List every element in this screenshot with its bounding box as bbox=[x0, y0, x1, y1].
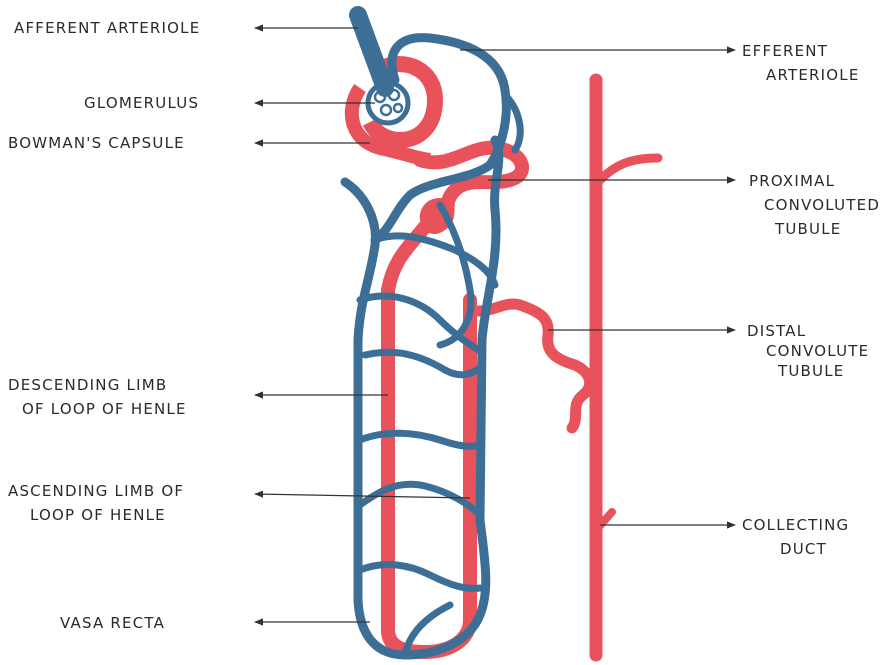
label-dct-line2: CONVOLUTE bbox=[766, 342, 869, 360]
afferent-arteriole bbox=[358, 15, 385, 88]
label-efferent-arteriole-line2: ARTERIOLE bbox=[766, 66, 860, 84]
label-efferent-arteriole-line1: EFFERENT bbox=[742, 42, 828, 60]
label-descending-limb-line2: OF LOOP OF HENLE bbox=[22, 400, 187, 418]
label-bowmans-capsule: BOWMAN'S CAPSULE bbox=[8, 134, 185, 152]
collecting-duct bbox=[596, 80, 658, 655]
label-ascending-limb-line1: ASCENDING LIMB OF bbox=[8, 482, 184, 500]
pointer-lines bbox=[255, 28, 735, 622]
label-collecting-duct-line1: COLLECTING bbox=[742, 516, 849, 534]
label-vasa-recta: VASA RECTA bbox=[60, 614, 165, 632]
label-pct-line2: CONVOLUTED bbox=[764, 196, 880, 214]
label-pct-line1: PROXIMAL bbox=[749, 172, 835, 190]
label-glomerulus: GLOMERULUS bbox=[84, 94, 199, 112]
label-descending-limb-line1: DESCENDING LIMB bbox=[8, 376, 167, 394]
label-dct-line3: TUBULE bbox=[777, 362, 844, 380]
label-afferent-arteriole: AFFERENT ARTERIOLE bbox=[14, 19, 200, 37]
label-pct-line3: TUBULE bbox=[774, 220, 841, 238]
label-dct-line1: DISTAL bbox=[747, 322, 806, 340]
label-ascending-limb-line2: LOOP OF HENLE bbox=[30, 506, 166, 524]
label-collecting-duct-line2: DUCT bbox=[780, 540, 827, 558]
